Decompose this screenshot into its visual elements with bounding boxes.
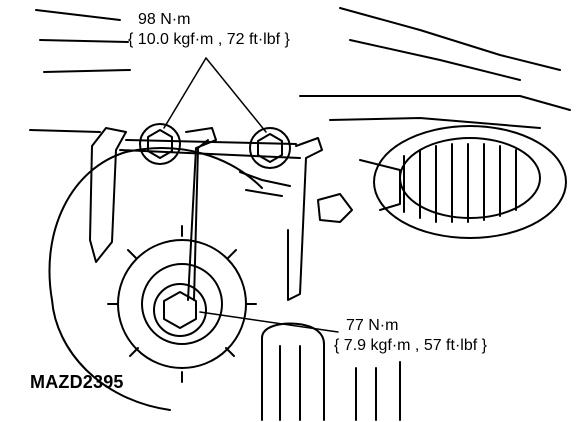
- figure-code: MAZD2395: [30, 372, 124, 392]
- upper-right-bolt: [249, 127, 291, 169]
- center-hex-bolt: [153, 283, 207, 337]
- leader-lines: [163, 57, 339, 333]
- tensioner-disc: [48, 147, 263, 411]
- torque-value-center-alt: { 7.9 kgf·m , 57 ft·lbf }: [334, 337, 487, 354]
- torque-value-center-nm: 77 N·m: [346, 317, 399, 334]
- torque-value-upper-nm: 98 N·m: [138, 11, 191, 28]
- torque-callout-center: 77 N·m { 7.9 kgf·m , 57 ft·lbf }: [334, 316, 487, 356]
- crank-pulley: [317, 125, 567, 239]
- torque-value-upper-alt: { 10.0 kgf·m , 72 ft·lbf }: [128, 31, 290, 48]
- lower-cylinder: [261, 322, 401, 421]
- upper-left-bolt: [139, 123, 181, 165]
- torque-callout-upper: 98 N·m { 10.0 kgf·m , 72 ft·lbf }: [128, 10, 290, 50]
- engine-block-outline: [29, 7, 571, 133]
